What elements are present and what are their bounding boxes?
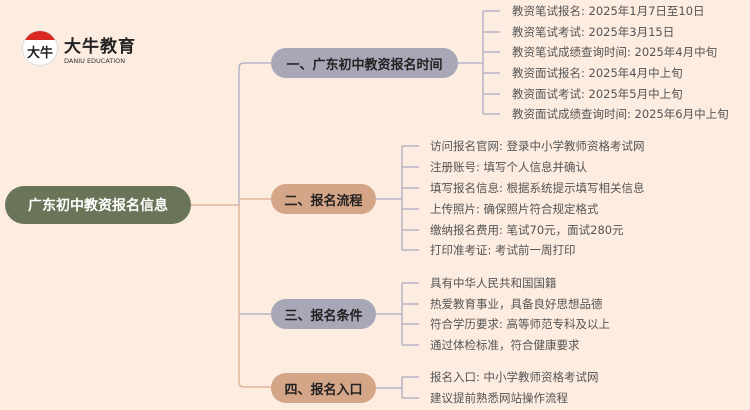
leaf-item: 教资笔试报名: 2025年1月7日至10日 bbox=[512, 4, 705, 18]
logo-name: 大牛教育 bbox=[64, 36, 136, 57]
leaf-item: 上传照片: 确保照片符合规定格式 bbox=[430, 202, 599, 216]
branch-process[interactable]: 二、报名流程 bbox=[271, 184, 376, 214]
logo-icon: 大牛 bbox=[22, 30, 58, 66]
leaf-item: 热爱教育事业，具备良好思想品德 bbox=[430, 297, 603, 311]
leaf-item: 注册账号: 填写个人信息并确认 bbox=[430, 160, 588, 174]
leaf-item: 报名入口: 中小学教师资格考试网 bbox=[430, 370, 599, 384]
leaf-item: 缴纳报名费用: 笔试70元，面试280元 bbox=[430, 223, 624, 237]
branch-registration-time[interactable]: 一、广东初中教资报名时间 bbox=[271, 48, 458, 78]
leaf-item: 符合学历要求: 高等师范专科及以上 bbox=[430, 317, 611, 331]
branch-entry[interactable]: 四、报名入口 bbox=[271, 373, 376, 403]
branch-conditions[interactable]: 三、报名条件 bbox=[271, 299, 376, 329]
leaf-item: 教资面试报名: 2025年4月中上旬 bbox=[512, 66, 683, 80]
leaf-item: 教资面试成绩查询时间: 2025年6月中上旬 bbox=[512, 107, 729, 121]
leaf-item: 具有中华人民共和国国籍 bbox=[430, 276, 557, 290]
leaf-item: 教资笔试考试: 2025年3月15日 bbox=[512, 25, 675, 39]
logo: 大牛 大牛教育 DANIU EDUCATION bbox=[22, 30, 136, 66]
leaf-item: 填写报名信息: 根据系统提示填写相关信息 bbox=[430, 181, 645, 195]
leaf-item: 教资笔试成绩查询时间: 2025年4月中旬 bbox=[512, 45, 718, 59]
leaf-item: 打印准考证: 考试前一周打印 bbox=[430, 243, 576, 257]
leaf-item: 通过体检标准，符合健康要求 bbox=[430, 338, 580, 352]
leaf-item: 访问报名官网: 登录中小学教师资格考试网 bbox=[430, 139, 645, 153]
root-node[interactable]: 广东初中教资报名信息 bbox=[5, 186, 191, 224]
leaf-item: 教资面试考试: 2025年5月中上旬 bbox=[512, 87, 683, 101]
leaf-item: 建议提前熟悉网站操作流程 bbox=[430, 391, 568, 405]
logo-name-en: DANIU EDUCATION bbox=[64, 56, 126, 65]
